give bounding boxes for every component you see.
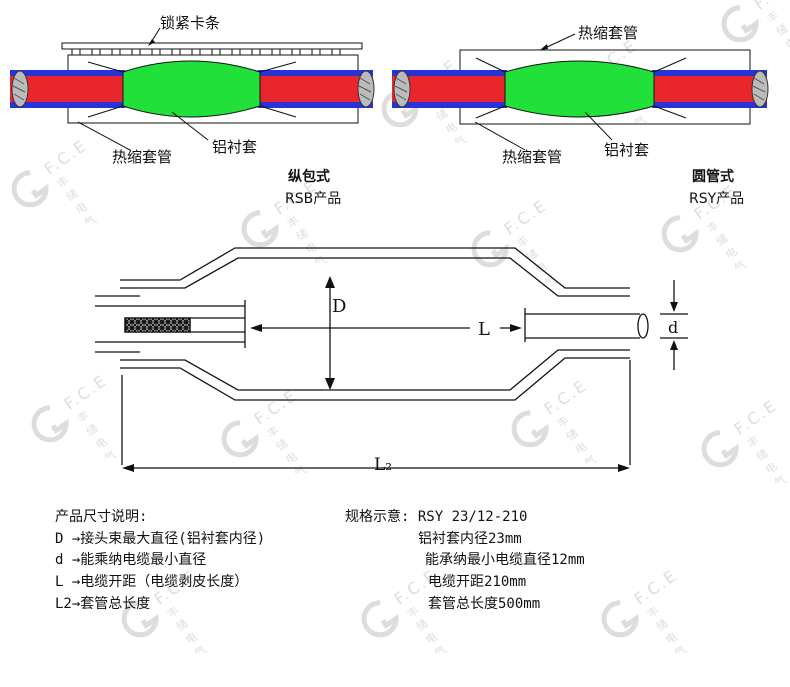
label-L: L (478, 319, 490, 340)
cable-right-rsy (652, 70, 769, 108)
rsb-product-name: RSB产品 (285, 191, 342, 207)
legend-item: d →能乘纳电缆最小直径 (55, 552, 207, 568)
arrow-L2 (121, 360, 631, 472)
rsb-diagram (10, 27, 375, 151)
spec-title: 规格示意: RSY 23/12-210 (345, 509, 528, 525)
lock-strip-label: 锁紧卡条 (160, 14, 221, 32)
arrow-d (660, 280, 688, 370)
rsy-product-name: RSY产品 (689, 191, 745, 207)
heat-shrink-top-label-right: 热缩套管 (578, 24, 639, 42)
heat-shrink-label-right: 热缩套管 (502, 148, 563, 166)
leader-heat-shrink (77, 121, 131, 151)
lock-strip (61, 42, 363, 56)
legend-item: L2→套管总长度 (55, 596, 151, 612)
rsy-type-name: 圆管式 (692, 169, 734, 185)
cable-left-rsy (392, 70, 507, 108)
legend-title: 产品尺寸说明: (55, 509, 148, 525)
cable-left (10, 70, 125, 108)
leader-sleeve (171, 111, 209, 141)
spec-item: 能承纳最小电缆直径12mm (425, 552, 585, 568)
cable-right (258, 70, 375, 108)
sleeve-outline-outer (120, 247, 630, 401)
leader-heat-shrink-rsy (474, 121, 526, 151)
leader-sleeve-rsy (584, 111, 613, 141)
aluminum-sleeve (122, 60, 261, 118)
leader-tube (544, 33, 576, 49)
aluminum-sleeve-rsy (504, 60, 655, 118)
label-d: d (668, 318, 679, 337)
label-D: D (332, 296, 347, 317)
dimension-diagram (95, 247, 688, 472)
spec-item: 电缆开距210mm (428, 574, 527, 590)
spec-item: 铝衬套内径23mm (418, 531, 522, 547)
watermark-brand: F.C.E (630, 565, 681, 609)
heat-shrink-label-left: 热缩套管 (112, 148, 173, 166)
sleeve-outline-inner (120, 257, 630, 391)
rsb-type-name: 纵包式 (288, 169, 330, 185)
legend-item: L →电缆开距（电缆剥皮长度） (55, 574, 249, 590)
watermark-subtitle: 丰储电气 (164, 603, 209, 660)
rsy-diagram (392, 33, 769, 151)
cable-stub-right (524, 308, 649, 342)
spec-item: 套管总长度500mm (428, 596, 541, 612)
watermark-subtitle: 丰储电气 (644, 603, 689, 660)
cable-stub-left (95, 295, 246, 353)
legend-item: D →接头束最大直径(铝衬套内径) (55, 531, 266, 547)
aluminum-sleeve-label-left: 铝衬套 (212, 138, 258, 156)
label-L2: L₂ (374, 455, 393, 475)
aluminum-sleeve-label-right: 铝衬套 (604, 141, 650, 159)
